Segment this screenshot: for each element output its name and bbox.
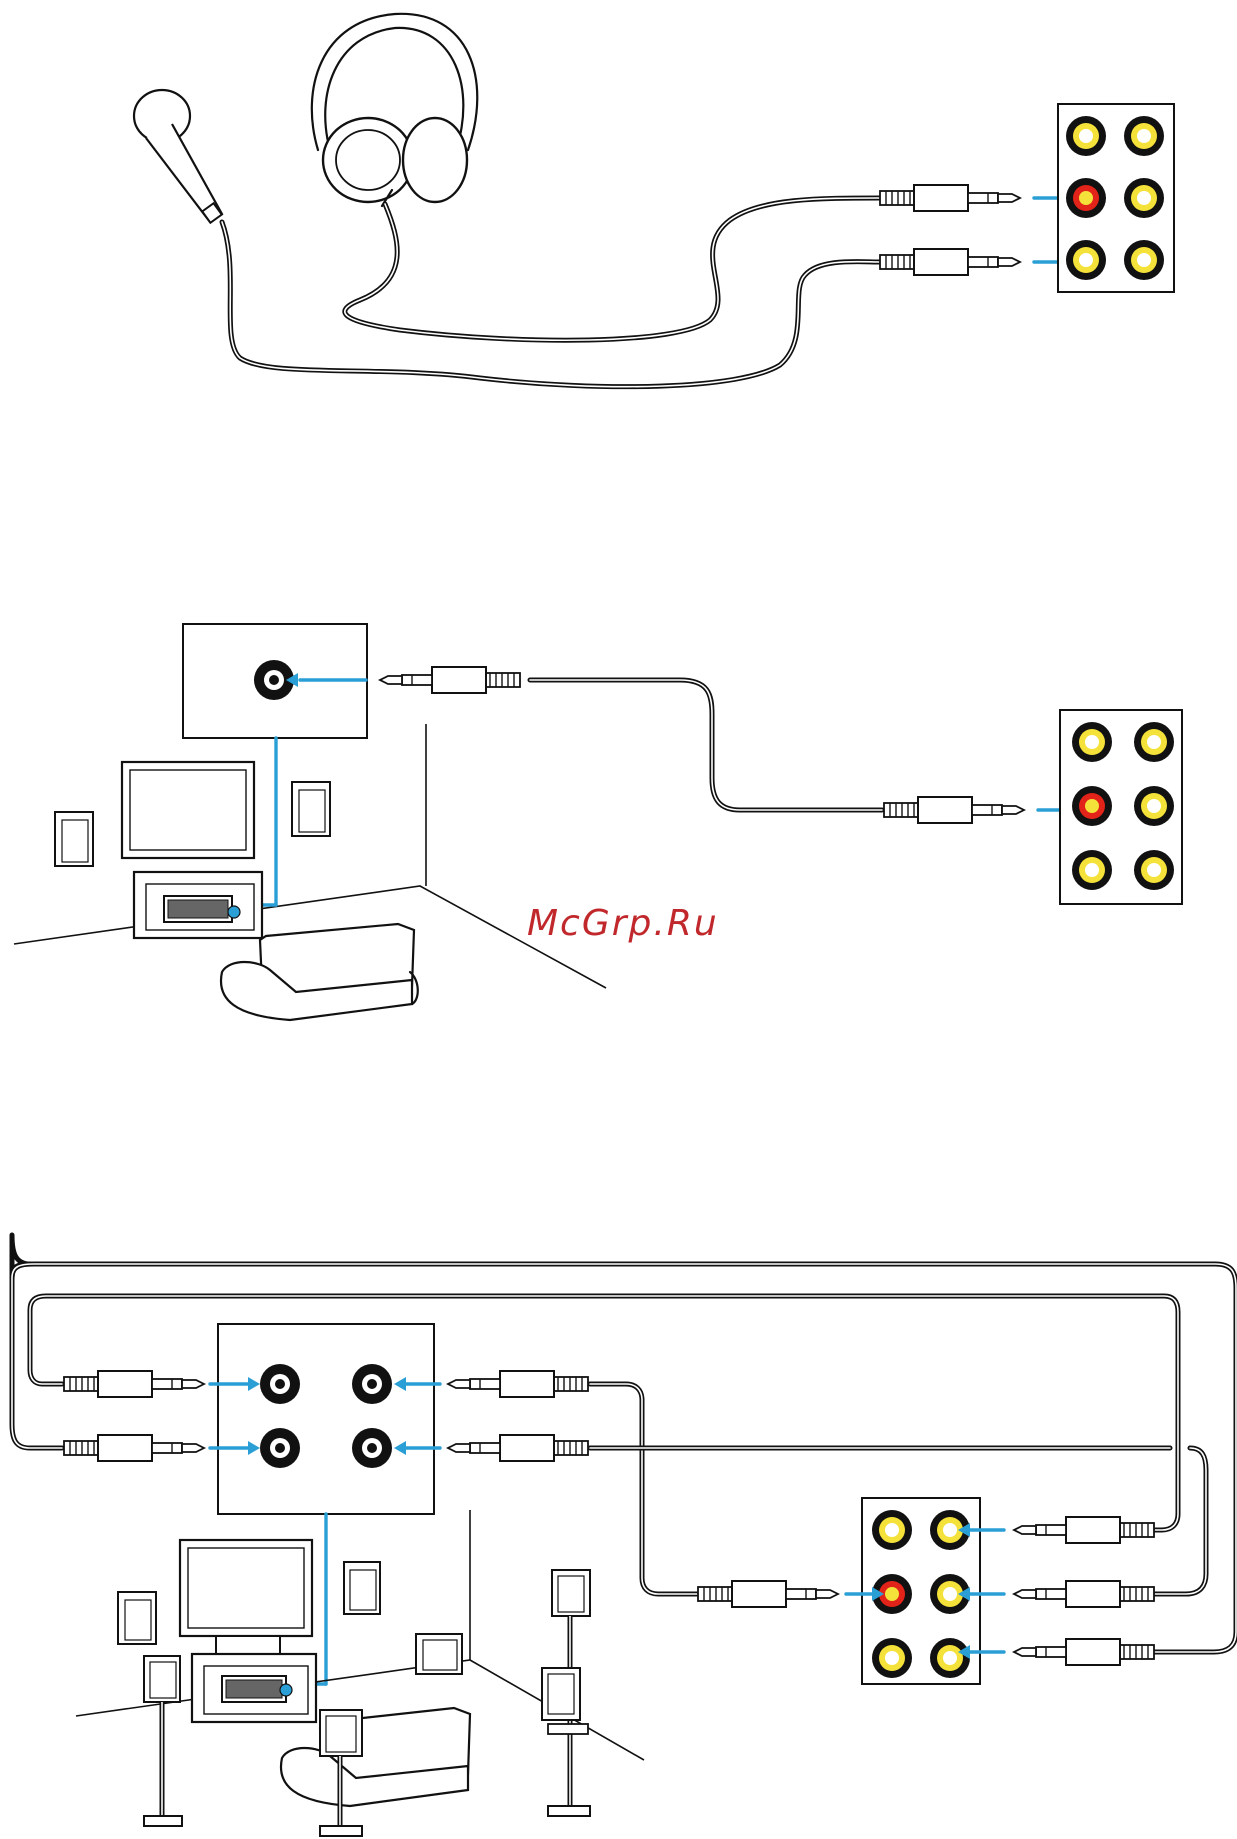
amplifier-icon [134,872,262,938]
speaker-icon [118,1592,156,1644]
amplifier-input-panel [218,1324,434,1514]
speaker-icon [542,1668,588,1734]
jack-yellow [1124,116,1164,156]
audio-plug-icon [448,1435,588,1461]
jack-yellow [1066,116,1106,156]
jack-red [1072,786,1112,826]
jack-yellow [1072,722,1112,762]
jack-yellow [1066,240,1106,280]
audio-plug-icon [380,667,520,693]
jack-red [1066,178,1106,218]
audio-plug-icon [1014,1639,1154,1665]
audio-plug-icon [64,1435,204,1461]
speaker-icon [144,1656,182,1826]
audio-jack-panel [1060,710,1182,904]
audio-plug-icon [698,1581,838,1607]
jack-yellow [872,1638,912,1678]
speaker-icon [416,1634,462,1674]
jack-yellow [1124,240,1164,280]
section-stereo-amplifier: McGrp.Ru [14,624,1182,1020]
jack [260,1364,300,1404]
audio-plug-icon [1014,1517,1154,1543]
section-surround-system [12,1235,1236,1836]
audio-jack-panel [862,1498,980,1684]
audio-plug-icon [880,185,1020,211]
jack-yellow [930,1638,970,1678]
tv-icon [122,762,254,858]
amplifier-icon [192,1636,316,1722]
jack-yellow [1124,178,1164,218]
headphones-icon [312,14,477,206]
jack-yellow [1072,850,1112,890]
audio-plug-icon [884,797,1024,823]
speaker-icon [344,1562,380,1614]
microphone-icon [134,90,222,223]
jack-yellow [1134,850,1174,890]
jack-yellow [872,1510,912,1550]
jack-yellow [1134,786,1174,826]
tv-icon [180,1540,312,1636]
audio-plug-icon [448,1371,588,1397]
section-headset-mic [134,14,1174,387]
jack [352,1364,392,1404]
speaker-icon [292,782,330,836]
audio-plug-icon [64,1371,204,1397]
audio-jack-panel [1058,104,1174,292]
jack [260,1428,300,1468]
audio-plug-icon [1014,1581,1154,1607]
jack [352,1428,392,1468]
audio-plug-icon [880,249,1020,275]
speaker-icon [55,812,93,866]
watermark-text: McGrp.Ru [527,903,719,944]
jack-yellow [1134,722,1174,762]
